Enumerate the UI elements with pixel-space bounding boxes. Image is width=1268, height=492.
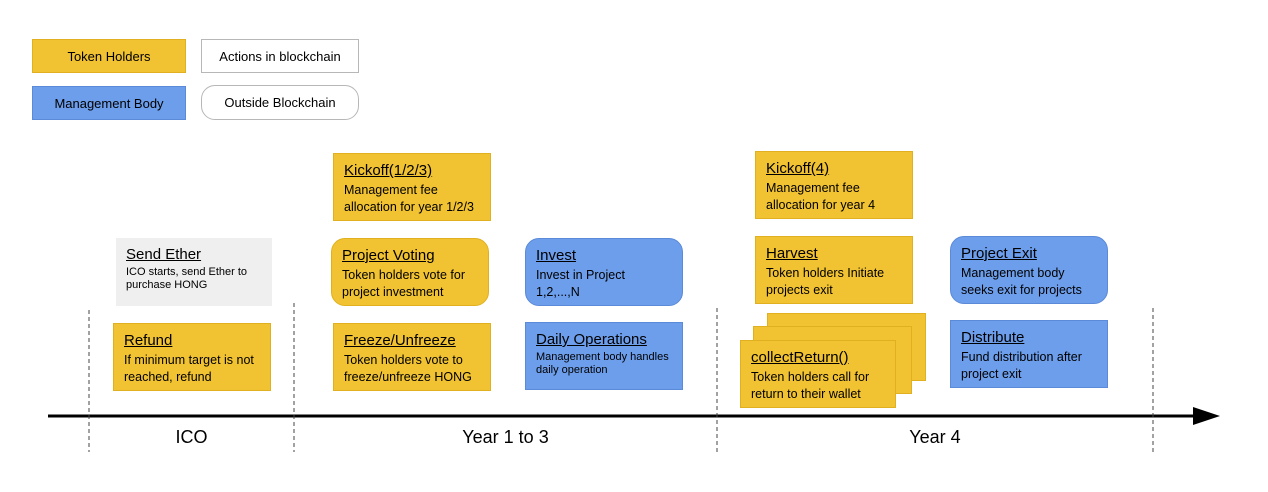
kickoff-123-desc: Management fee allocation for year 1/2/3 [344,183,474,214]
project-exit-title: Project Exit [961,245,1037,262]
invest-desc: Invest in Project 1,2,...,N [536,268,625,299]
project-voting-title: Project Voting [342,247,435,264]
send-ether-card: Send Ether ICO starts, send Ether to pur… [116,238,272,306]
timeline-arrowhead [1193,407,1220,425]
daily-operations-card: Daily Operations Management body handles… [525,322,683,390]
kickoff-123-card: Kickoff(1/2/3) Management fee allocation… [333,153,491,221]
collect-return-desc: Token holders call for return to their w… [751,370,870,401]
kickoff-4-title: Kickoff(4) [766,160,830,177]
freeze-unfreeze-title: Freeze/Unfreeze [344,332,456,349]
daily-operations-title: Daily Operations [536,331,647,348]
freeze-unfreeze-card: Freeze/Unfreeze Token holders vote to fr… [333,323,491,391]
legend-actions-in-blockchain: Actions in blockchain [201,39,359,73]
harvest-card: Harvest Token holders Initiate projects … [755,236,913,304]
distribute-title: Distribute [961,329,1025,346]
collect-return-title: collectReturn() [751,349,849,366]
legend-outside-blockchain: Outside Blockchain [201,85,359,120]
distribute-desc: Fund distribution after project exit [961,350,1082,381]
phase-label-year1-3: Year 1 to 3 [462,427,549,447]
project-exit-card: Project Exit Management body seeks exit … [950,236,1108,304]
refund-desc: If minimum target is not reached, refund [124,353,254,384]
kickoff-123-title: Kickoff(1/2/3) [344,162,433,179]
send-ether-desc: ICO starts, send Ether to purchase HONG [126,266,248,291]
collect-return-card: collectReturn() Token holders call for r… [740,340,896,408]
project-exit-desc: Management body seeks exit for projects [961,266,1082,297]
distribute-card: Distribute Fund distribution after proje… [950,320,1108,388]
harvest-title: Harvest [766,245,818,262]
phase-label-ico: ICO [175,427,208,447]
invest-title: Invest [536,247,577,264]
freeze-unfreeze-desc: Token holders vote to freeze/unfreeze HO… [344,353,472,384]
refund-title: Refund [124,332,173,349]
project-voting-desc: Token holders vote for project investmen… [342,268,465,299]
send-ether-title: Send Ether [126,246,202,263]
legend-management-body: Management Body [32,86,186,120]
phase-label-year4: Year 4 [909,427,961,447]
legend-token-holders: Token Holders [32,39,186,73]
harvest-desc: Token holders Initiate projects exit [766,266,885,297]
kickoff-4-desc: Management fee allocation for year 4 [766,181,876,212]
project-voting-card: Project Voting Token holders vote for pr… [331,238,489,306]
invest-card: Invest Invest in Project 1,2,...,N [525,238,683,306]
daily-operations-desc: Management body handles daily operation [536,351,669,376]
refund-card: Refund If minimum target is not reached,… [113,323,271,391]
kickoff-4-card: Kickoff(4) Management fee allocation for… [755,151,913,219]
